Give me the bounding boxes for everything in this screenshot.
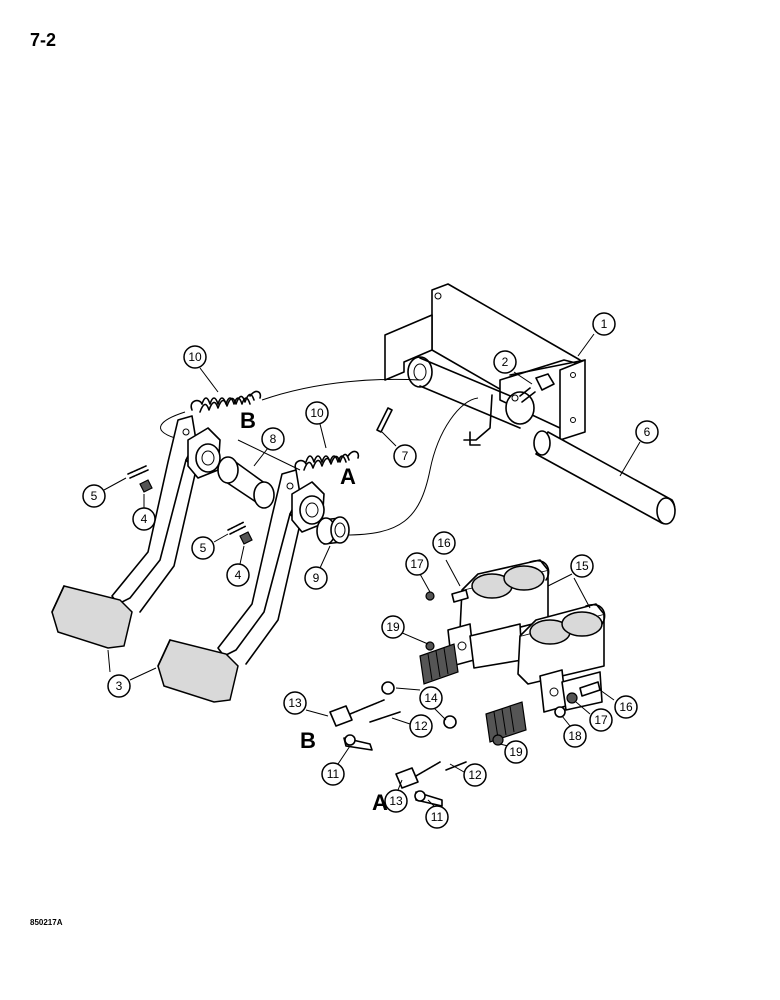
callout-3: 3 [107,649,157,698]
callout-4b: 4 [226,545,250,587]
svg-text:1: 1 [601,317,608,331]
svg-text:13: 13 [389,794,403,808]
svg-text:5: 5 [200,541,207,555]
svg-text:12: 12 [414,719,428,733]
label-b-upper: B [240,408,256,433]
clevis-assemblies [329,589,601,807]
brake-pedal-left [51,415,221,649]
svg-text:16: 16 [437,536,451,550]
callout-7: 7 [381,431,417,468]
svg-text:8: 8 [270,432,277,446]
bolt [519,373,555,403]
pivot-shaft [533,430,676,525]
svg-text:3: 3 [116,679,123,693]
svg-text:18: 18 [568,729,582,743]
push-rod-boots [419,643,527,743]
callout-9: 9 [304,545,331,590]
callout-16a: 16 [432,531,461,587]
callout-12a: 12 [391,714,433,738]
label-b-lower: B [300,728,316,753]
callout-2: 2 [493,350,533,385]
svg-text:4: 4 [141,512,148,526]
callout-5b: 5 [191,533,229,560]
callout-19b: 19 [499,740,528,764]
brake-pedal-right [157,469,325,703]
svg-text:17: 17 [410,557,424,571]
roll-pin [376,407,393,433]
callout-1: 1 [577,312,616,357]
callout-18: 18 [561,715,587,748]
svg-text:14: 14 [424,691,438,705]
callout-12b: 12 [449,763,487,787]
callout-19a: 19 [381,615,429,645]
svg-text:4: 4 [235,568,242,582]
pedal-bushing-short [316,516,350,545]
callout-10a: 10 [183,345,219,393]
figure-code: 850217A [30,918,63,927]
svg-text:10: 10 [310,406,324,420]
callout-11b: 11 [425,799,449,829]
svg-text:5: 5 [91,489,98,503]
callout-17a: 17 [405,552,431,593]
svg-text:11: 11 [431,810,444,824]
grease-fittings [139,479,253,545]
callout-6: 6 [619,420,659,477]
svg-text:15: 15 [575,559,589,573]
callout-17b: 17 [575,701,613,732]
svg-text:19: 19 [509,745,523,759]
label-a-lower: A [372,790,388,815]
label-a-upper: A [340,464,356,489]
callout-15: 15 [547,554,594,609]
svg-text:10: 10 [188,350,202,364]
svg-text:7: 7 [402,449,409,463]
svg-text:6: 6 [644,425,651,439]
mounting-bracket [384,283,586,446]
callout-8: 8 [253,427,285,467]
svg-text:16: 16 [619,700,633,714]
callout-13b: 13 [384,779,408,813]
return-spring-upper [190,390,262,413]
page-number: 7-2 [30,30,57,50]
svg-text:2: 2 [502,355,509,369]
callout-16b: 16 [599,689,638,719]
callout-11a: 11 [321,745,351,786]
svg-text:12: 12 [468,768,482,782]
callout-10b: 10 [305,401,329,449]
callout-4a: 4 [132,494,156,531]
svg-text:9: 9 [313,571,320,585]
master-cylinder-upper [447,559,550,669]
callout-13a: 13 [283,691,329,717]
svg-text:13: 13 [288,696,302,710]
svg-text:19: 19 [386,620,400,634]
callout-14: 14 [395,686,447,721]
assembly-leader-lines [160,378,479,536]
set-screws [127,465,247,535]
svg-text:11: 11 [327,767,340,781]
callout-5a: 5 [82,477,127,508]
pedal-bushing-long [217,456,275,509]
svg-text:17: 17 [594,713,608,727]
